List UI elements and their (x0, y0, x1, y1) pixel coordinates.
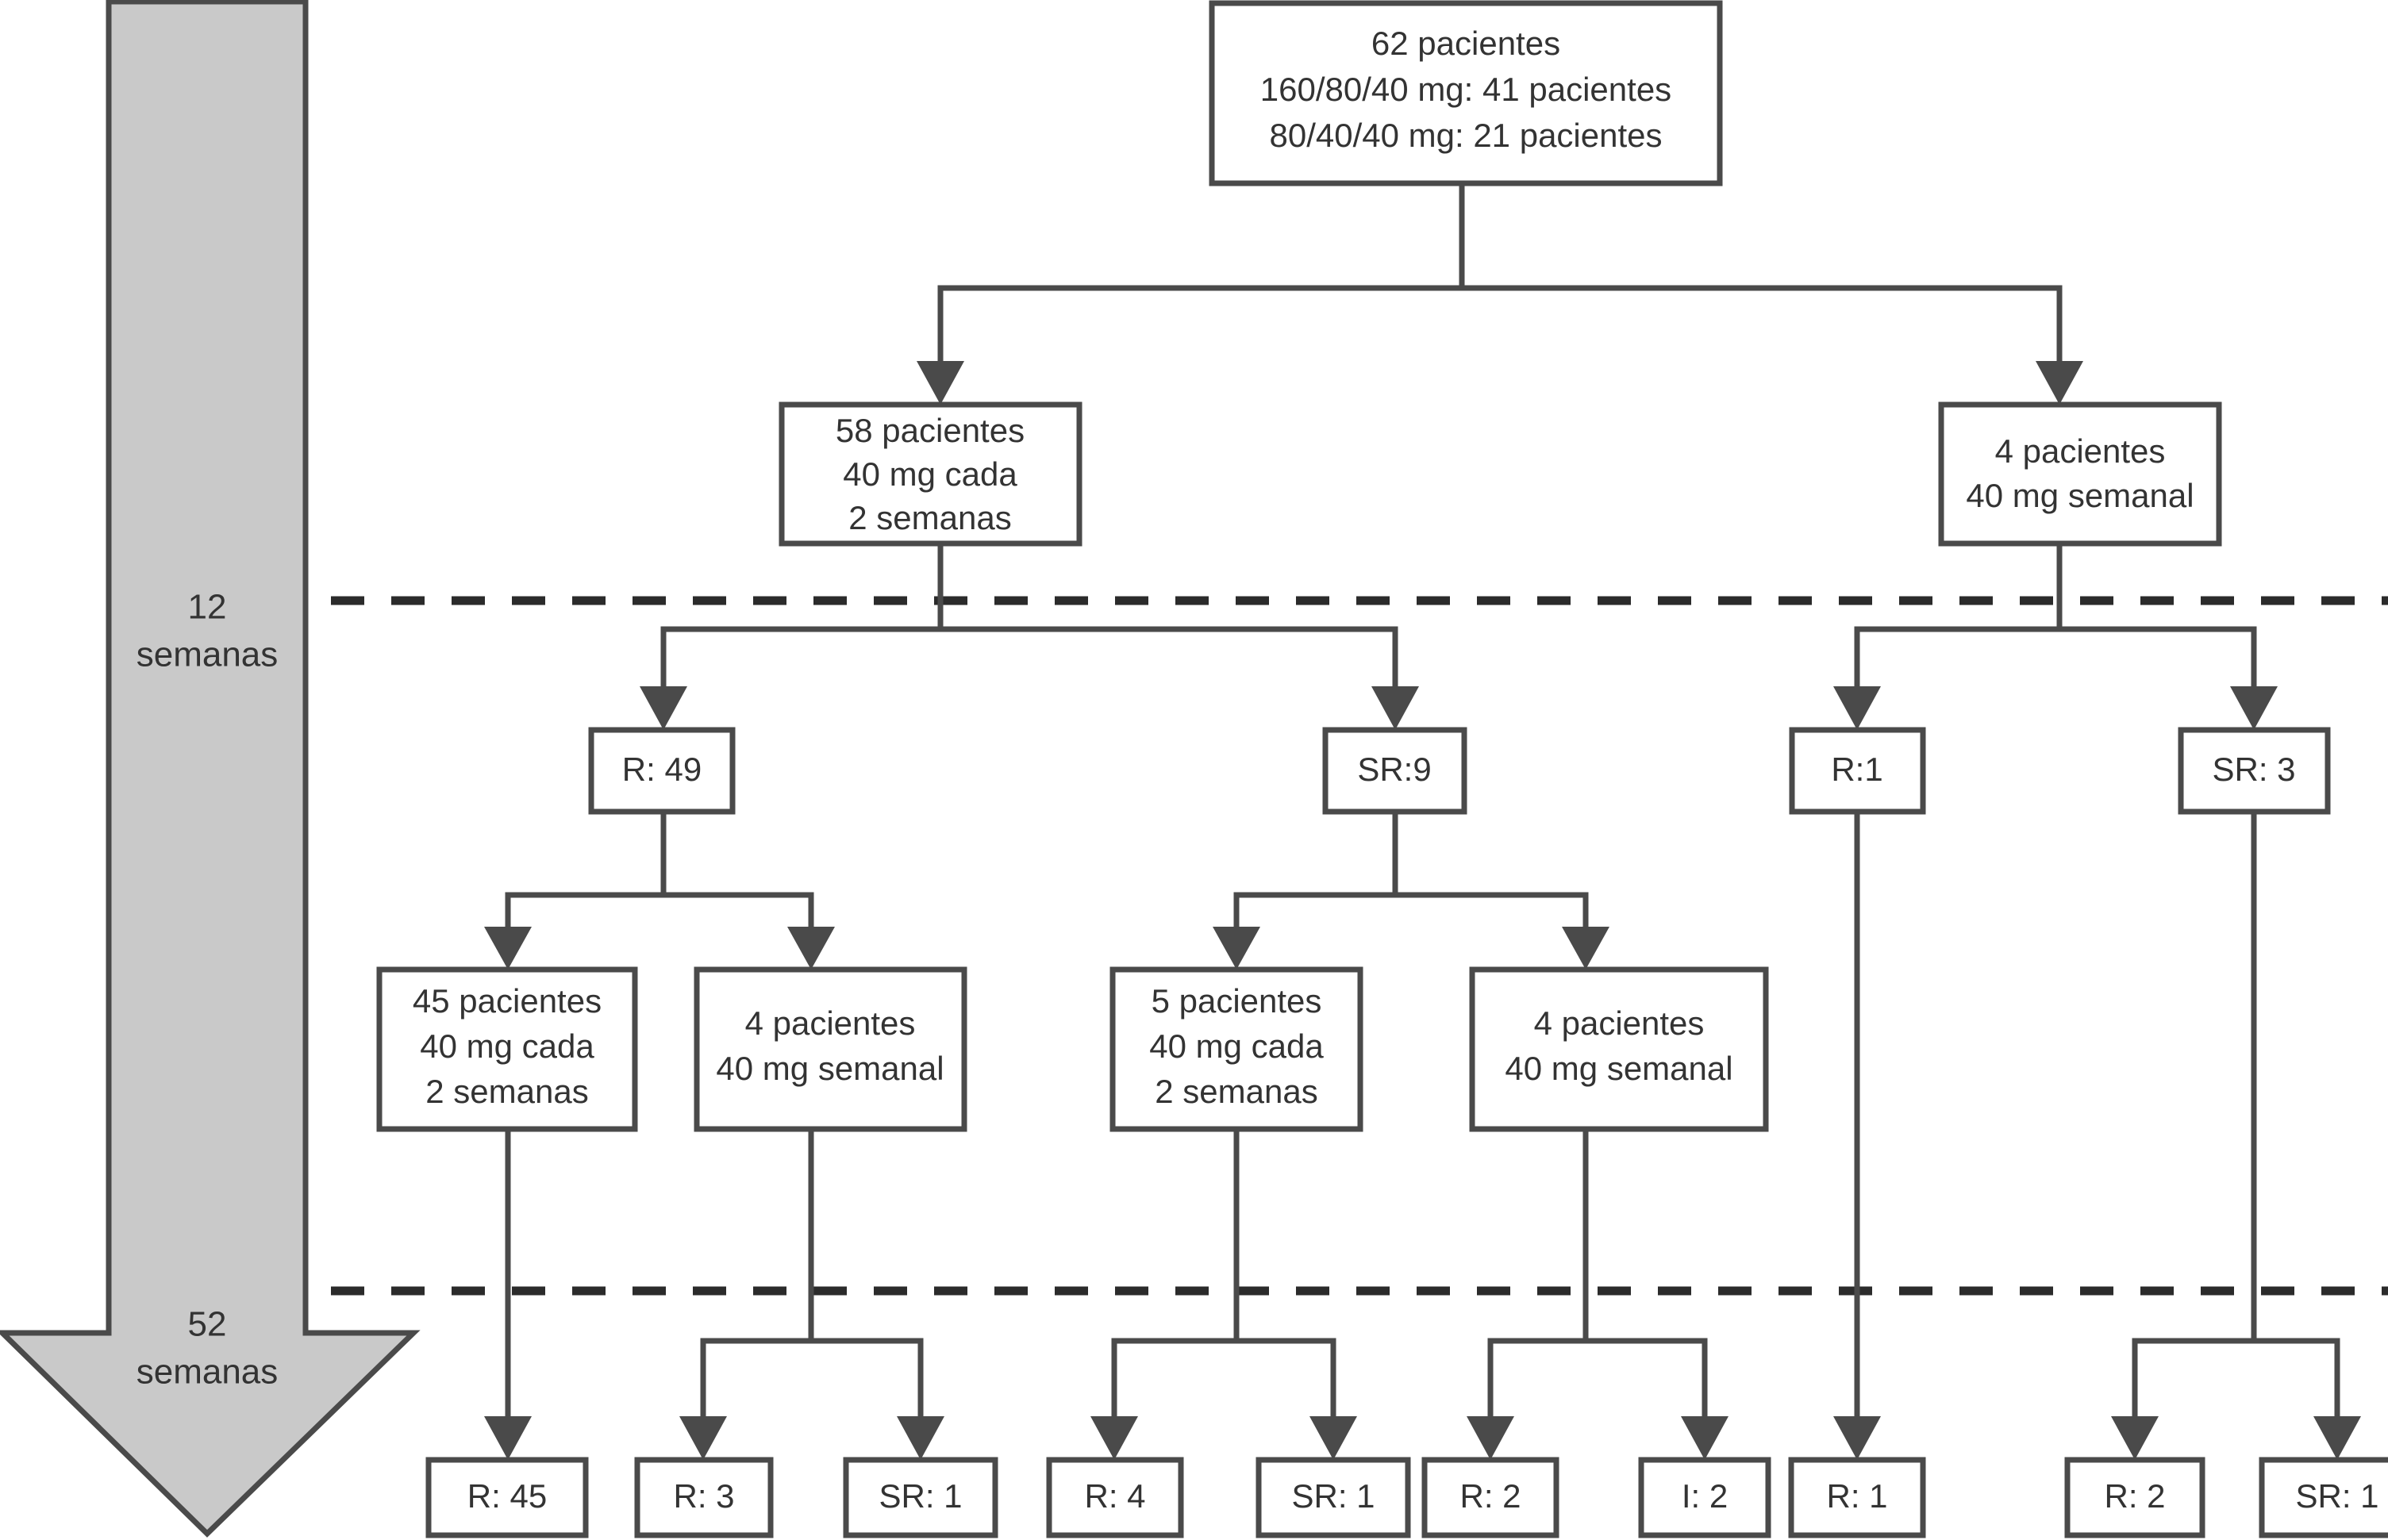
timeline-phase1-unit: semanas (137, 636, 279, 674)
node-arm-biweekly-box (779, 401, 1082, 547)
timeline-arrow-shape (0, 0, 421, 1538)
node-out-r45-label: R: 45 (467, 1477, 547, 1515)
node-t5-line-1: 40 mg cada (1149, 1027, 1324, 1065)
node-arm-biweekly-line-1: 40 mg cada (843, 455, 1017, 493)
timeline-phase1-value: 12 (188, 588, 227, 627)
connector-t4a-to-outcomes (679, 1129, 944, 1460)
node-t5[interactable]: 5 pacientes 40 mg cada 2 semanas (1109, 966, 1363, 1132)
node-out-sr1b-label: SR: 1 (1291, 1477, 1375, 1515)
node-arm-biweekly-line-0: 58 pacientes (836, 412, 1025, 449)
node-out-sr1a-box (843, 1457, 998, 1538)
node-t45-line-1: 40 mg cada (420, 1027, 594, 1065)
node-root-line-1: 160/80/40 mg: 41 pacientes (1260, 71, 1671, 108)
node-sr9[interactable]: SR:9 (1322, 727, 1467, 815)
node-sr9-label: SR:9 (1357, 751, 1431, 788)
node-out-i2-label: I: 2 (1682, 1477, 1728, 1515)
node-out-r3-box (634, 1457, 774, 1538)
node-out-sr1c-box (2259, 1457, 2388, 1538)
node-arm-biweekly-line-2: 2 semanas (848, 499, 1011, 536)
node-out-i2[interactable]: I: 2 (1638, 1457, 1771, 1538)
node-out-r2a[interactable]: R: 2 (1421, 1457, 1559, 1538)
node-t4b-line-0: 4 pacientes (1534, 1004, 1705, 1042)
connector-t5-to-outcomes (1090, 1129, 1357, 1460)
connector-root-to-arms (917, 183, 2083, 405)
node-sr9-box (1322, 727, 1467, 815)
node-out-sr1b-box (1256, 1457, 1411, 1538)
node-root-box (1209, 0, 1723, 186)
node-out-r4[interactable]: R: 4 (1046, 1457, 1184, 1538)
node-sr3-right-box (2178, 727, 2331, 815)
node-out-r4-box (1046, 1457, 1184, 1538)
node-out-r45-box (425, 1457, 589, 1538)
node-arm-weekly-box (1938, 401, 2222, 547)
node-t4a-line-1: 40 mg semanal (716, 1050, 944, 1087)
connector-biweekly-to-response (640, 543, 1419, 730)
node-out-r3-label: R: 3 (673, 1477, 734, 1515)
node-sr3-right-label: SR: 3 (2212, 751, 2295, 788)
connector-r1right-to-outcome (1833, 812, 1881, 1460)
node-r1-right-box (1789, 727, 1926, 815)
node-out-r4-label: R: 4 (1084, 1477, 1145, 1515)
node-t45[interactable]: 45 pacientes 40 mg cada 2 semanas (376, 966, 638, 1132)
node-out-r1-label: R: 1 (1826, 1477, 1887, 1515)
node-out-r1-box (1788, 1457, 1926, 1538)
node-r1-right-label: R:1 (1831, 751, 1882, 788)
node-out-r3[interactable]: R: 3 (634, 1457, 774, 1538)
node-arm-weekly-line-0: 4 pacientes (1995, 432, 2166, 470)
connector-t4b-to-outcomes (1467, 1129, 1729, 1460)
node-out-i2-box (1638, 1457, 1771, 1538)
node-r49-box (588, 727, 736, 815)
node-root-line-2: 80/40/40 mg: 21 pacientes (1269, 117, 1662, 154)
node-t4b-line-1: 40 mg semanal (1505, 1050, 1732, 1087)
node-arm-weekly[interactable]: 4 pacientes 40 mg semanal (1938, 401, 2222, 547)
connector-r49-to-treatments (484, 812, 835, 970)
timeline-arrow: 12 semanas 52 semanas (0, 0, 421, 1538)
node-t45-line-0: 45 pacientes (413, 982, 602, 1020)
node-t45-box (376, 966, 638, 1132)
node-out-r1[interactable]: R: 1 (1788, 1457, 1926, 1538)
node-sr3-right[interactable]: SR: 3 (2178, 727, 2331, 815)
node-out-r2b-box (2064, 1457, 2205, 1538)
node-t5-line-2: 2 semanas (1155, 1073, 1317, 1110)
node-out-r2a-box (1421, 1457, 1559, 1538)
node-arm-weekly-line-1: 40 mg semanal (1966, 477, 2194, 514)
node-out-r45[interactable]: R: 45 (425, 1457, 589, 1538)
connector-t45-to-outcome (484, 1129, 532, 1460)
node-t5-line-0: 5 pacientes (1152, 982, 1322, 1020)
node-t5-box (1109, 966, 1363, 1132)
node-t4a[interactable]: 4 pacientes 40 mg semanal (694, 966, 967, 1132)
node-out-r2a-label: R: 2 (1459, 1477, 1521, 1515)
node-out-sr1c-label: SR: 1 (2295, 1477, 2378, 1515)
node-r1-right[interactable]: R:1 (1789, 727, 1926, 815)
connector-weekly-to-response (1833, 543, 2278, 730)
node-root[interactable]: 62 pacientes 160/80/40 mg: 41 pacientes … (1209, 0, 1723, 186)
node-arm-biweekly[interactable]: 58 pacientes 40 mg cada 2 semanas (779, 401, 1082, 547)
node-out-sr1c[interactable]: SR: 1 (2259, 1457, 2388, 1538)
node-out-sr1b[interactable]: SR: 1 (1256, 1457, 1411, 1538)
node-r49[interactable]: R: 49 (588, 727, 736, 815)
node-out-r2b[interactable]: R: 2 (2064, 1457, 2205, 1538)
node-root-line-0: 62 pacientes (1371, 25, 1560, 62)
node-t4a-box (694, 966, 967, 1132)
node-t4b[interactable]: 4 pacientes 40 mg semanal (1469, 966, 1769, 1132)
node-t4a-line-0: 4 pacientes (745, 1004, 916, 1042)
node-out-r2b-label: R: 2 (2104, 1477, 2165, 1515)
node-r49-label: R: 49 (622, 751, 702, 788)
node-out-sr1a-label: SR: 1 (879, 1477, 962, 1515)
connector-sr9-to-treatments (1213, 812, 1609, 970)
node-out-sr1a[interactable]: SR: 1 (843, 1457, 998, 1538)
timeline-phase2-unit: semanas (137, 1353, 279, 1392)
timeline-phase2-value: 52 (188, 1305, 227, 1344)
node-t4b-box (1469, 966, 1769, 1132)
node-t45-line-2: 2 semanas (425, 1073, 588, 1110)
connector-sr3right-to-outcomes (2111, 812, 2361, 1460)
